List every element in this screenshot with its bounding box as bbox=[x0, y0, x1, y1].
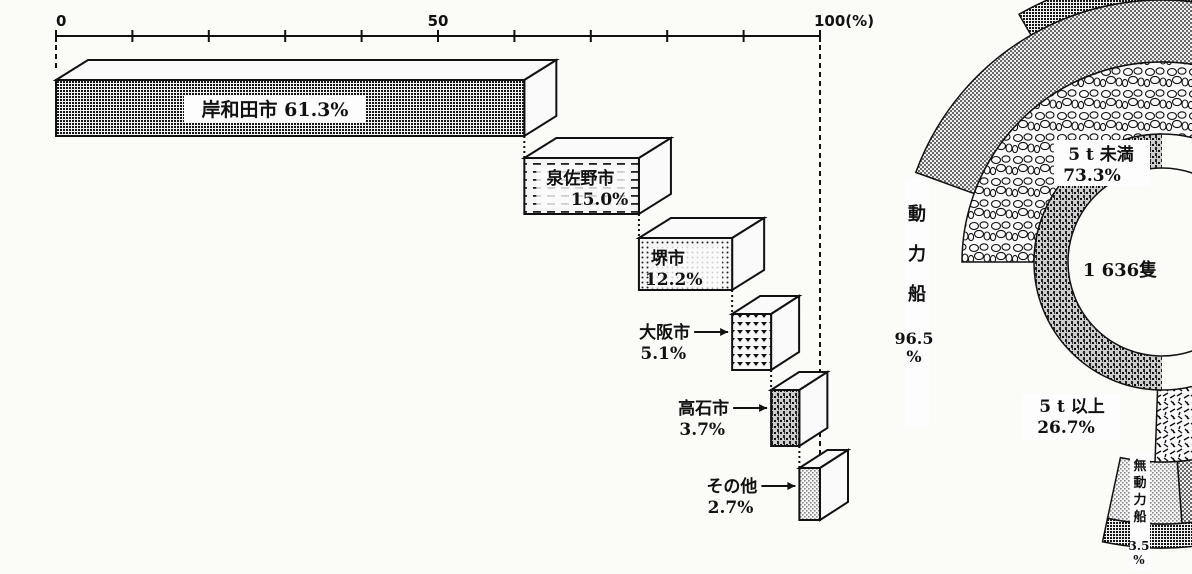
axis-tick-label: 50 bbox=[428, 12, 449, 30]
value-powered: 96.5 bbox=[895, 329, 934, 348]
label-unpowered-char: 力 bbox=[1133, 492, 1146, 508]
label-over-5t: 5 t 以上 bbox=[1039, 397, 1105, 417]
donut-label-bg bbox=[905, 178, 929, 428]
bar-label: 泉佐野市 bbox=[545, 168, 614, 189]
bar-label: 12.2% bbox=[645, 270, 703, 290]
bar-front-face bbox=[798, 467, 822, 521]
outer-band bbox=[1017, 0, 1192, 549]
bar-front-face bbox=[770, 389, 801, 447]
bar-front-face bbox=[731, 313, 773, 371]
label-unpowered-char: 船 bbox=[1133, 509, 1146, 525]
bar-top-face bbox=[52, 59, 560, 81]
bar-label-arrowhead bbox=[720, 328, 729, 336]
axis-tick-label: 100(%) bbox=[814, 12, 874, 30]
donut-label-bg bbox=[1022, 394, 1120, 440]
value-unpowered-unit: % bbox=[1133, 553, 1145, 567]
bar-label-bg bbox=[184, 95, 366, 123]
value-powered-unit: % bbox=[906, 347, 921, 366]
ring-segment-over-5t bbox=[1154, 385, 1192, 463]
label-powered-char: 力 bbox=[908, 244, 926, 265]
axis-tick-label: 0 bbox=[56, 12, 66, 30]
label-unpowered-char: 動 bbox=[1133, 475, 1146, 491]
value-under-5t: 73.3% bbox=[1063, 166, 1121, 186]
donut-label-bg bbox=[1130, 452, 1150, 570]
bar-label-bg bbox=[536, 166, 629, 208]
bar-label: 15.0% bbox=[571, 190, 629, 210]
bar-label-bg bbox=[650, 246, 723, 288]
bar-label: 岸和田市 61.3% bbox=[202, 98, 349, 121]
label-under-5t: 5 t 未満 bbox=[1068, 144, 1134, 165]
donut-label-bg bbox=[1054, 140, 1150, 186]
bar-label: 2.7% bbox=[708, 498, 754, 518]
label-unpowered-char: 無 bbox=[1133, 458, 1146, 474]
donut-hole bbox=[1067, 167, 1192, 357]
bar-label-arrowhead bbox=[759, 404, 768, 412]
label-powered-char: 動 bbox=[908, 203, 926, 225]
value-unpowered: 3.5 bbox=[1129, 539, 1150, 553]
bar-label: その他 bbox=[706, 476, 757, 497]
value-over-5t: 26.7% bbox=[1037, 418, 1095, 438]
bar-label: 堺市 bbox=[651, 248, 685, 269]
bar-label-arrowhead bbox=[787, 482, 796, 490]
bar-label: 3.7% bbox=[679, 420, 725, 440]
bar-label: 5.1% bbox=[640, 344, 686, 364]
label-powered-char: 船 bbox=[908, 283, 926, 305]
bar-label: 大阪市 bbox=[639, 322, 690, 343]
bar-chart: 岸和田市 61.3%泉佐野市15.0%堺市12.2%大阪市5.1%高石市3.7%… bbox=[52, 58, 852, 522]
bar-0: 岸和田市 61.3% bbox=[52, 58, 560, 138]
donut-total: 1 636隻 bbox=[1083, 259, 1157, 281]
bar-label: 高石市 bbox=[678, 398, 729, 419]
